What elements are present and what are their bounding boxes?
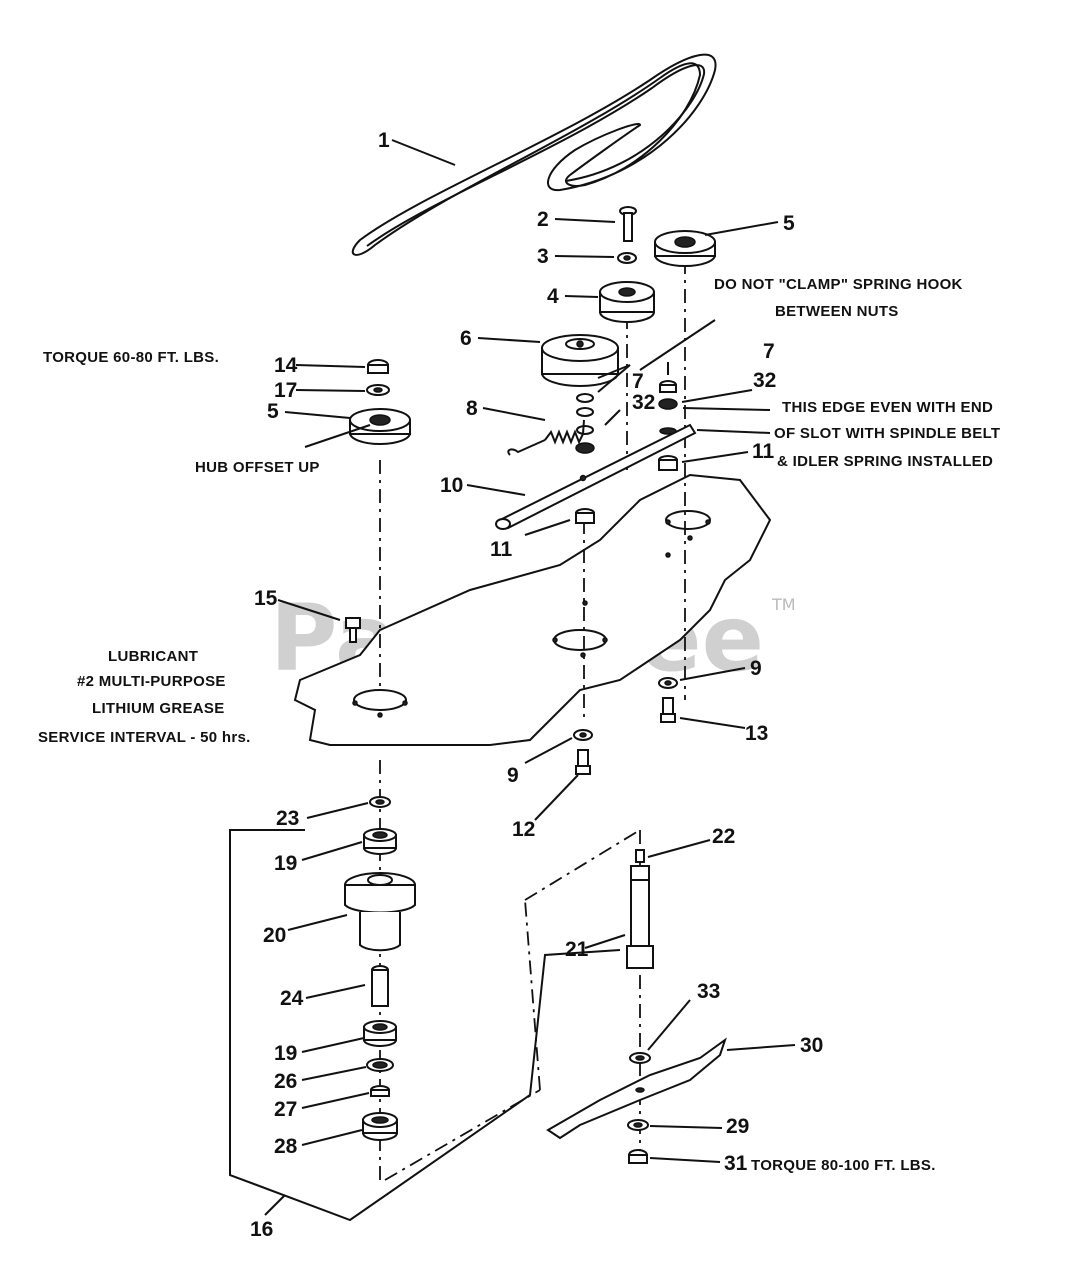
callout-19-bottom: 19 — [274, 1042, 297, 1065]
callout-27: 27 — [274, 1098, 297, 1121]
note-edge-line-3: & IDLER SPRING INSTALLED — [777, 453, 993, 470]
note-edge-line-2: OF SLOT WITH SPINDLE BELT — [774, 425, 1000, 442]
assembly-16-bracket — [229, 829, 621, 1222]
callout-11-center: 11 — [490, 538, 513, 561]
callout-4: 4 — [547, 285, 559, 308]
bolt-12 — [575, 749, 591, 775]
bolt-13 — [660, 697, 676, 723]
callout-6: 6 — [460, 327, 472, 350]
note-lube-line-4: SERVICE INTERVAL - 50 hrs. — [38, 729, 251, 746]
spacer-11-right — [658, 455, 678, 471]
callout-1: 1 — [378, 129, 390, 152]
note-clamp-line-2: BETWEEN NUTS — [775, 303, 899, 320]
callout-20: 20 — [263, 924, 286, 947]
callout-5-right: 5 — [783, 212, 795, 235]
callout-26: 26 — [274, 1070, 297, 1093]
nut-31 — [628, 1149, 648, 1164]
grease-fitting-22 — [635, 849, 645, 863]
spindle-shaft-21 — [626, 865, 654, 969]
drive-belt — [351, 53, 717, 256]
callout-12: 12 — [512, 818, 535, 841]
idler-arm-10 — [495, 423, 697, 530]
washer-9-right — [658, 677, 678, 689]
callout-32-right: 32 — [753, 369, 776, 392]
pulley-5-right — [654, 230, 716, 267]
spacer-tube-24 — [371, 965, 389, 1007]
callout-17: 17 — [274, 379, 297, 402]
bearing-19-top — [363, 828, 397, 855]
idler-pulley-4 — [599, 281, 655, 323]
callout-30: 30 — [800, 1034, 823, 1057]
callout-11-right: 11 — [752, 440, 775, 463]
callout-2: 2 — [537, 208, 549, 231]
watermark-trademark: TM — [771, 595, 796, 614]
nut-7-stack — [575, 393, 595, 454]
spindle-housing-20 — [344, 872, 416, 952]
note-lube-line-3: LITHIUM GREASE — [92, 700, 225, 717]
callout-9-right: 9 — [750, 657, 762, 680]
callout-numbers: 1 2 3 4 5 5 6 7 7 8 9 9 10 11 11 12 13 1… — [250, 129, 823, 1241]
callout-23: 23 — [276, 807, 299, 830]
callout-3: 3 — [537, 245, 549, 268]
note-lube-line-2: #2 MULTI-PURPOSE — [77, 673, 226, 690]
seal-28 — [362, 1112, 398, 1141]
washer-23 — [369, 796, 391, 808]
washer-17 — [366, 384, 390, 396]
washer-27 — [370, 1085, 390, 1097]
nut-14 — [367, 359, 389, 374]
callout-9-center: 9 — [507, 764, 519, 787]
note-edge-line-1: THIS EDGE EVEN WITH END — [782, 399, 993, 416]
idler-spring-8 — [507, 419, 585, 456]
callout-22: 22 — [712, 825, 735, 848]
washer-9-center — [573, 729, 593, 741]
callout-14: 14 — [274, 354, 298, 377]
callout-29: 29 — [726, 1115, 749, 1138]
nut-7-right — [658, 380, 678, 410]
callout-7-center: 7 — [632, 370, 644, 393]
callout-5-left: 5 — [267, 400, 279, 423]
deck-spindle-openings — [352, 510, 711, 718]
pulley-5-left — [349, 408, 411, 445]
note-hub-offset: HUB OFFSET UP — [195, 459, 320, 476]
callout-33: 33 — [697, 980, 720, 1003]
callout-8: 8 — [466, 397, 478, 420]
note-torque-bottom: TORQUE 80-100 FT. LBS. — [751, 1157, 936, 1174]
bearing-19-bottom — [363, 1020, 397, 1047]
washer-33 — [629, 1052, 651, 1064]
note-clamp-line-1: DO NOT "CLAMP" SPRING HOOK — [714, 276, 963, 293]
callout-16: 16 — [250, 1218, 273, 1241]
deck-plate — [293, 473, 772, 746]
callout-19-top: 19 — [274, 852, 297, 875]
washer-29 — [627, 1119, 649, 1131]
callout-15: 15 — [254, 587, 278, 610]
callout-24: 24 — [280, 987, 304, 1010]
callout-10: 10 — [440, 474, 463, 497]
note-torque-top: TORQUE 60-80 FT. LBS. — [43, 349, 219, 366]
callout-21: 21 — [565, 938, 589, 961]
callout-32-center: 32 — [632, 391, 655, 414]
seal-26 — [366, 1058, 394, 1072]
bolt-15 — [345, 617, 361, 643]
spacer-11-center — [575, 508, 595, 524]
callout-7-right: 7 — [763, 340, 775, 363]
note-lube-line-1: LUBRICANT — [108, 648, 198, 665]
spindle-pulley-6 — [541, 334, 619, 387]
bolt-2 — [619, 206, 637, 242]
callout-13: 13 — [745, 722, 768, 745]
callout-28: 28 — [274, 1135, 298, 1158]
leader-lines — [264, 139, 796, 1216]
assembly-notes: TORQUE 60-80 FT. LBS. HUB OFFSET UP DO N… — [38, 276, 1000, 1174]
washer-3 — [617, 252, 637, 264]
callout-31: 31 — [724, 1152, 748, 1175]
